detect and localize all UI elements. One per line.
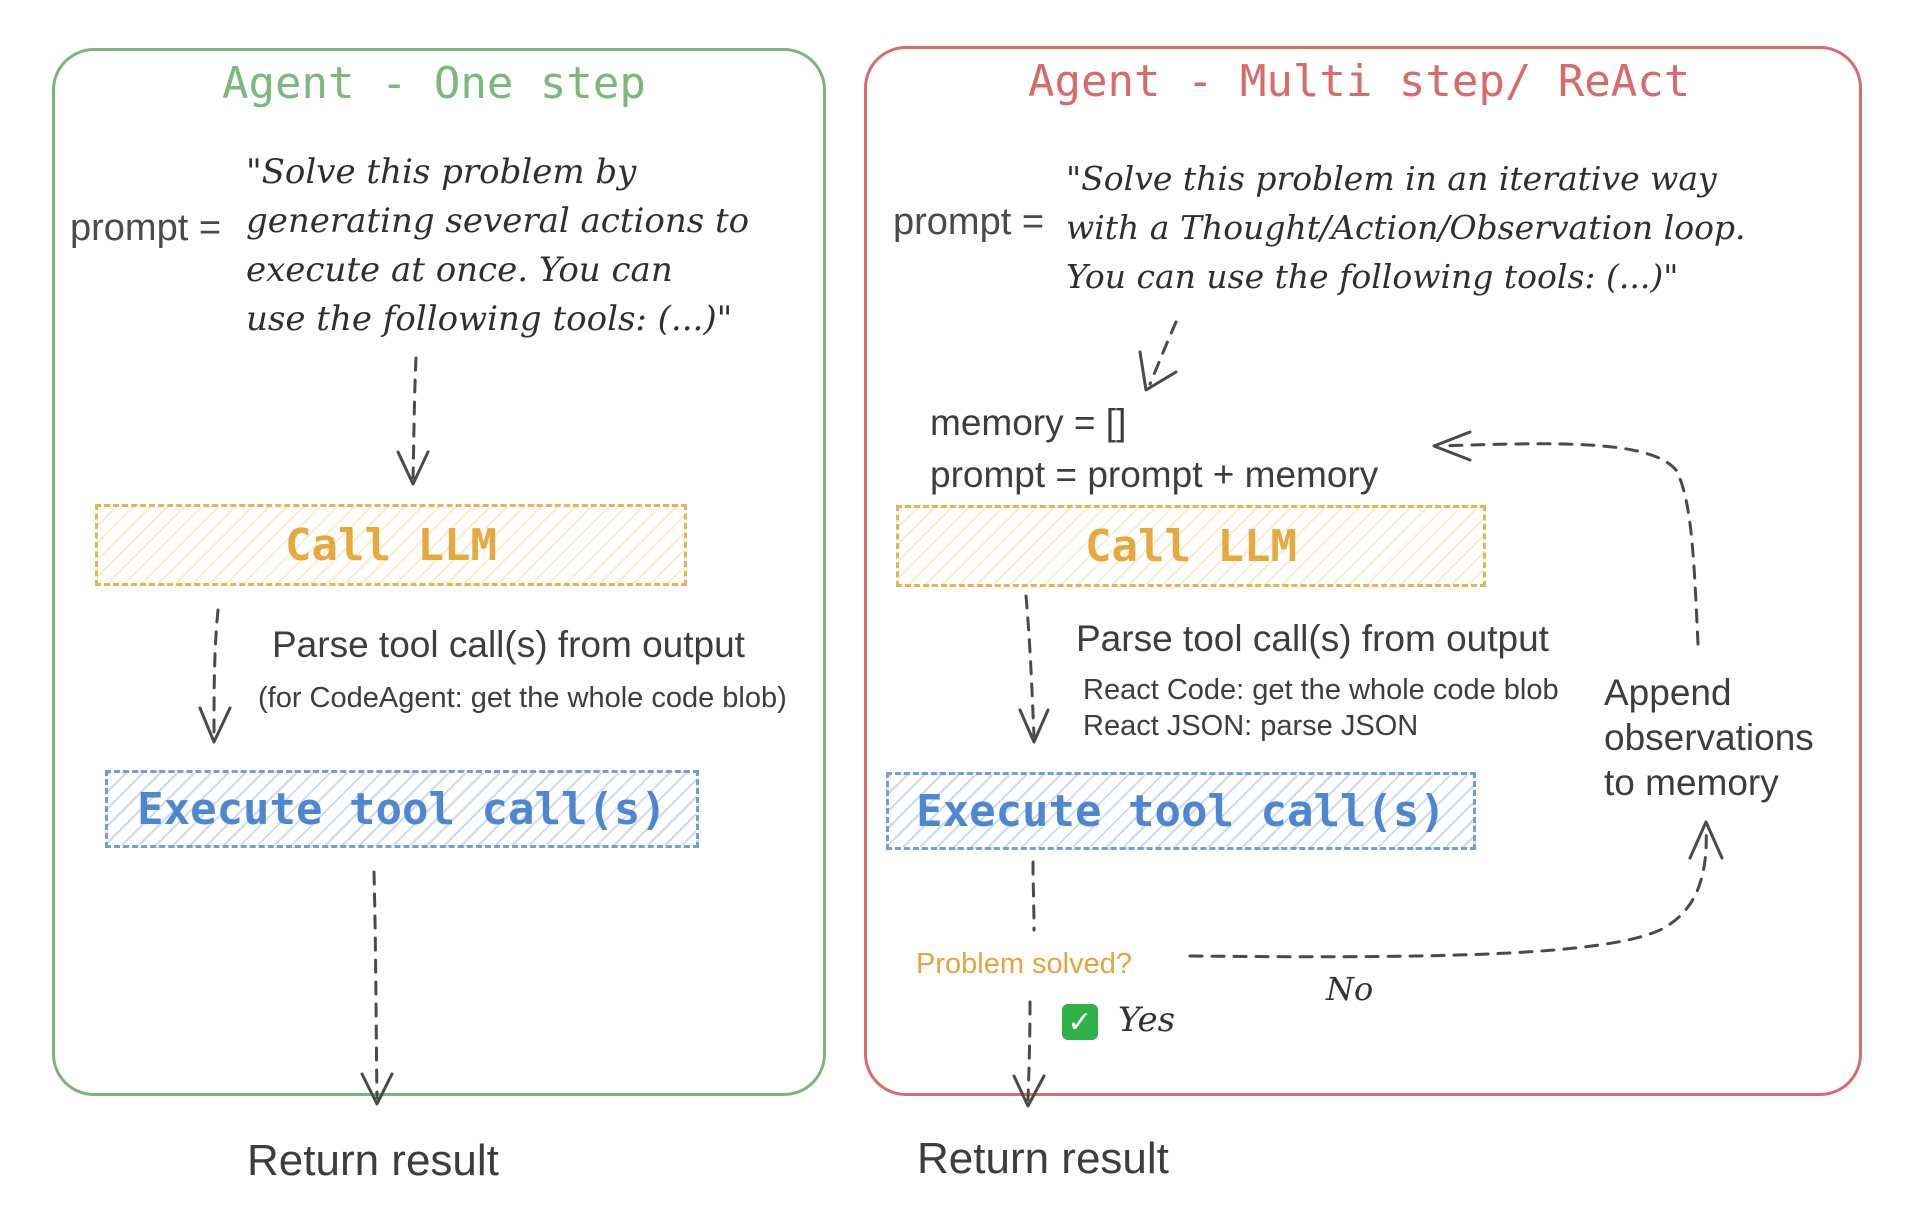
memory-prompt: prompt = prompt + memory: [930, 454, 1379, 495]
multi-step-return-result: Return result: [917, 1134, 1169, 1183]
react-code-note: React Code: get the whole code blob: [1083, 674, 1559, 706]
one-step-call-llm-box: Call LLM: [95, 504, 687, 586]
one-step-agent-panel: [52, 48, 826, 1096]
prompt-line: use the following tools: (...)": [246, 299, 733, 339]
prompt-line: "Solve this problem in an iterative way: [1066, 159, 1717, 198]
prompt-line: generating several actions to: [246, 201, 750, 241]
one-step-return-result: Return result: [247, 1136, 499, 1185]
append-observations-label: Append observations to memory: [1604, 670, 1814, 805]
multi-step-prompt-text: "Solve this problem in an iterative way …: [1066, 154, 1746, 301]
append-line: Append: [1604, 672, 1732, 713]
yes-branch-label: Yes: [1118, 1000, 1176, 1040]
multi-step-execute-box: Execute tool call(s): [886, 772, 1476, 850]
prompt-line: "Solve this problem by: [246, 152, 637, 192]
one-step-parse-note: (for CodeAgent: get the whole code blob): [258, 682, 787, 714]
prompt-line: You can use the following tools: (...)": [1066, 257, 1679, 296]
one-step-parse-label: Parse tool call(s) from output: [272, 624, 745, 665]
one-step-execute-box: Execute tool call(s): [105, 770, 699, 848]
memory-init: memory = []: [930, 402, 1127, 443]
prompt-line: execute at once. You can: [246, 250, 673, 290]
multi-step-agent-panel: [864, 46, 1862, 1096]
multi-step-parse-label: Parse tool call(s) from output: [1076, 618, 1549, 659]
problem-solved-question: Problem solved?: [916, 948, 1132, 980]
append-line: to memory: [1604, 762, 1779, 803]
one-step-title: Agent - One step: [222, 58, 646, 109]
react-json-note: React JSON: parse JSON: [1083, 710, 1419, 742]
one-step-prompt-label: prompt =: [70, 207, 222, 249]
one-step-prompt-text: "Solve this problem by generating severa…: [246, 148, 749, 344]
prompt-line: with a Thought/Action/Observation loop.: [1066, 208, 1746, 247]
no-branch-label: No: [1326, 970, 1374, 1008]
check-mark-icon: ✓: [1062, 1004, 1098, 1040]
multi-step-call-llm-box: Call LLM: [896, 505, 1486, 587]
append-line: observations: [1604, 717, 1814, 758]
multi-step-title: Agent - Multi step/ ReAct: [1028, 56, 1691, 107]
multi-step-prompt-label: prompt =: [893, 201, 1045, 243]
